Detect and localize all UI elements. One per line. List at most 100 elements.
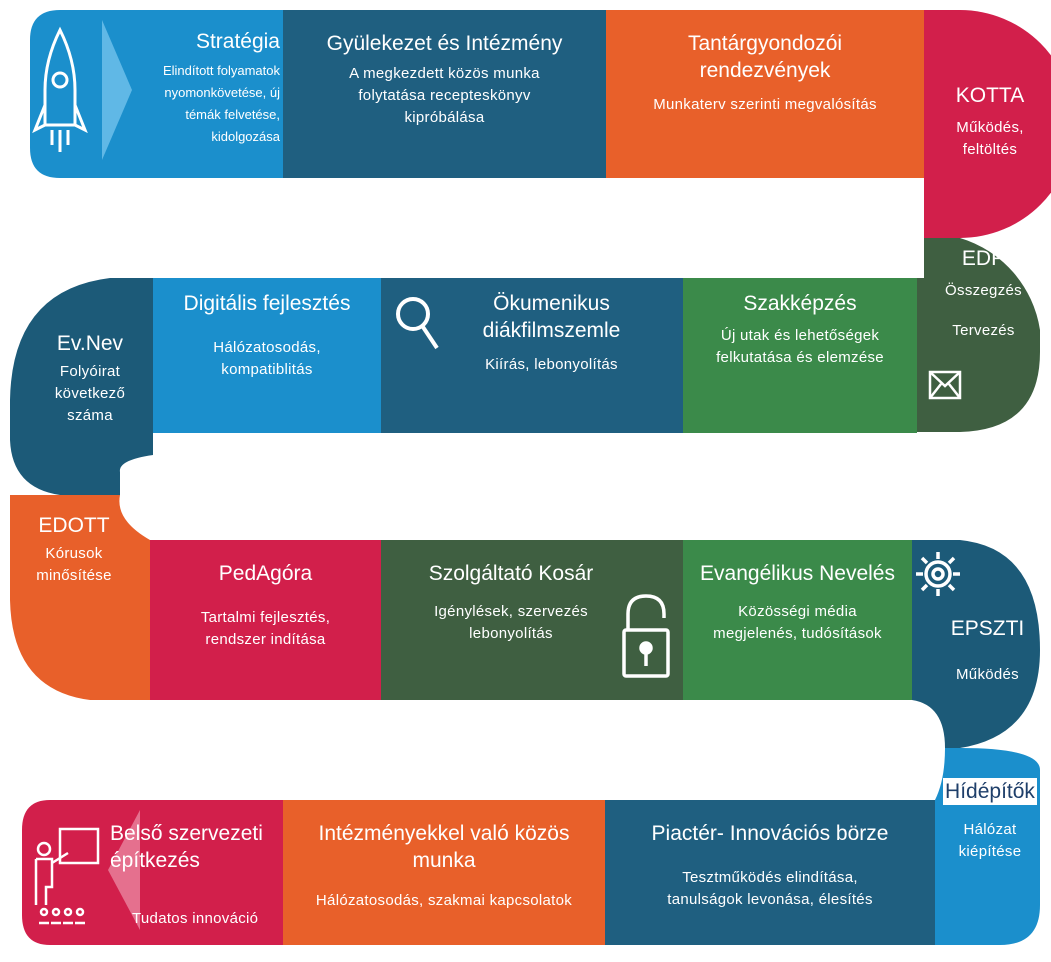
tile-title: EPSZTI (950, 617, 1025, 640)
gear-icon (916, 552, 960, 596)
rocket-icon (32, 26, 88, 152)
tile-title: Szolgáltató Kosár (428, 562, 594, 585)
tile-bg-evnev (10, 278, 153, 495)
tile-title: EDOTT (38, 514, 110, 537)
tile-bg-okumenikus (381, 278, 683, 433)
tile-title-line: Tantárgyondozói (687, 32, 843, 55)
tile-hidepitok: Hídépítők Hálózat kiépítése (935, 778, 1045, 863)
tile-title: Evangélikus Nevelés (700, 562, 895, 585)
tile-bg-epszti (912, 540, 1040, 748)
tile-subtitle: Tudatos innováció (132, 910, 259, 927)
tile-subtitle: Összegzés (945, 282, 1022, 299)
tile-subtitle-line: Működés, (956, 119, 1024, 136)
tile-subtitle-line: lebonyolítás (469, 625, 553, 642)
tile-bg-digitalis (153, 278, 381, 433)
tile-subtitle-line: A megkezdett közös munka (349, 65, 540, 82)
tile-bg-tantargy (606, 10, 924, 178)
tile-subtitle-line: Tesztműködés elindítása, (682, 869, 858, 886)
tile-subtitle-line: rendszer indítása (205, 631, 326, 648)
tile-subtitle-line: megjelenés, tudósítások (713, 625, 882, 642)
tile-subtitle-line: Tartalmi fejlesztés, (200, 609, 331, 626)
tile-evangelikus: Evangélikus Nevelés Közösségi média megj… (683, 560, 912, 645)
tile-subtitle: Tervezés (952, 322, 1015, 339)
tile-subtitle-line: Folyóirat (59, 363, 121, 380)
tile-subtitle: Munkaterv szerinti megvalósítás (653, 96, 877, 113)
tile-szolgaltato: Szolgáltató Kosár Igénylések, szervezés … (381, 560, 641, 645)
tile-title: Piactér- Innovációs börze (651, 822, 889, 845)
tile-kotta: KOTTA Működés, feltöltés (935, 82, 1045, 161)
tile-title: Digitális fejlesztés (183, 292, 351, 315)
chevron-arrow-strategia (102, 20, 132, 160)
tile-subtitle-line: Új utak és lehetőségek (720, 327, 880, 344)
tile-subtitle: Működés (956, 666, 1019, 683)
tile-belso: Belső szervezeti építkezés Tudatos innov… (110, 820, 285, 930)
tile-subtitle-line: folytatása recepteskönyv (358, 87, 531, 104)
tile-pedagora: PedAgóra Tartalmi fejlesztés, rendszer i… (150, 560, 381, 651)
tile-subtitle-line: feltöltés (962, 141, 1018, 158)
tile-subtitle-line: nyomonkövetése, új (164, 85, 280, 100)
tile-title-line: Ökumenikus (493, 292, 610, 315)
tile-bg-edott (10, 495, 150, 700)
tile-title-line: Intézményekkel való közös (318, 822, 570, 845)
tile-subtitle-line: kompatiblitás (221, 361, 313, 378)
tile-piacter: Piactér- Innovációs börze Tesztműködés e… (605, 820, 935, 911)
unlock-icon (622, 594, 670, 678)
tile-title-line: építkezés (110, 849, 200, 872)
tile-subtitle-line: tanulságok levonása, élesítés (667, 891, 873, 908)
tile-subtitle-line: kiépítése (958, 843, 1022, 860)
tile-title-line: munka (412, 849, 476, 872)
tile-subtitle-line: Hálózatosodás, (213, 339, 321, 356)
tile-subtitle-line: minősítése (36, 567, 112, 584)
tile-bg-szolgaltato (381, 540, 683, 700)
tile-subtitle-line: Igénylések, szervezés (434, 603, 588, 620)
tile-title-line: Belső szervezeti (110, 822, 263, 845)
tile-tantargy: Tantárgyondozói rendezvények Munkaterv s… (606, 30, 924, 116)
tile-evnev: Ev.Nev Folyóirat következő száma (30, 330, 150, 427)
envelope-icon (928, 370, 962, 400)
chevron-arrow-belso (108, 810, 140, 930)
tile-subtitle: Hálózatosodás, szakmai kapcsolatok (315, 892, 573, 909)
tile-okumenikus: Ökumenikus diákfilmszemle Kiírás, lebony… (420, 290, 683, 376)
tile-subtitle: Kiírás, lebonyolítás (485, 356, 618, 373)
tile-subtitle-line: kidolgozása (211, 129, 280, 144)
tile-bg-pedagora (150, 540, 381, 700)
tile-title: Gyülekezet és Intézmény (326, 32, 563, 55)
tile-intezmenyekkel: Intézményekkel való közös munka Hálózato… (283, 820, 605, 912)
tile-bg-evangelikus (683, 540, 912, 700)
presenter-icon (34, 827, 100, 925)
search-icon (396, 297, 439, 350)
tile-subtitle-line: felkutatása és elemzése (716, 349, 884, 366)
tile-subtitle-line: Hálózat (963, 821, 1017, 838)
tile-bg-gyulekezet (283, 10, 606, 178)
tile-bg-szakkepzes (683, 278, 917, 433)
tile-bg-kotta-curve (924, 10, 1051, 238)
tile-subtitle-line: Közösségi média (738, 603, 857, 620)
tile-digitalis: Digitális fejlesztés Hálózatosodás, komp… (153, 290, 381, 381)
tile-bg-belso (22, 800, 283, 945)
tile-bg-intezmenyekkel (283, 800, 605, 945)
tile-edp: EDP Összegzés Tervezés (927, 245, 1040, 342)
tile-bg-piacter (605, 800, 935, 945)
tile-gyulekezet: Gyülekezet és Intézmény A megkezdett köz… (283, 30, 606, 129)
tile-title: Ev.Nev (56, 332, 124, 355)
tile-edott: EDOTT Kórusok minősítése (14, 512, 134, 587)
tile-subtitle-line: kipróbálása (404, 109, 485, 126)
tile-title-line: rendezvények (699, 59, 831, 82)
tile-title: PedAgóra (218, 562, 313, 585)
tile-szakkepzes: Szakképzés Új utak és lehetőségek felkut… (683, 290, 917, 369)
tile-bg-strategia (30, 10, 283, 178)
tile-title: Hídépítők (943, 778, 1037, 805)
tile-title-line: diákfilmszemle (482, 319, 621, 342)
tile-epszti: EPSZTI Működés (935, 615, 1040, 686)
tile-title: EDP (961, 247, 1006, 270)
tile-subtitle-line: száma (67, 407, 113, 424)
tile-title: KOTTA (955, 84, 1025, 107)
tile-title: Szakképzés (743, 292, 857, 315)
tile-subtitle-line: Kórusok (45, 545, 103, 562)
tile-strategia: Stratégia Elindított folyamatok nyomonkö… (130, 28, 280, 148)
tile-subtitle-line: következő (54, 385, 126, 402)
tile-subtitle-line: témák felvetése, (185, 107, 280, 122)
tile-title: Stratégia (195, 30, 280, 53)
tile-subtitle-line: Elindított folyamatok (162, 63, 280, 78)
